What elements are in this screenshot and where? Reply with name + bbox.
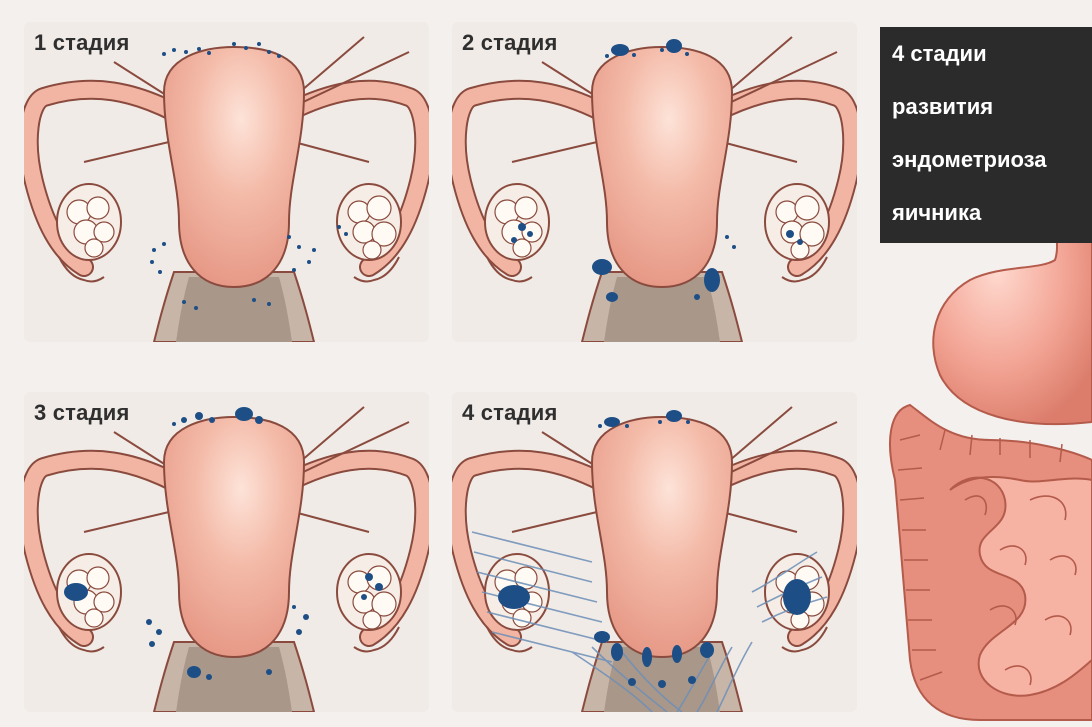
uterus-illustration: [24, 392, 429, 712]
title-box: 4 стадии развития эндометриоза яичника: [880, 27, 1092, 243]
stage-label: 3 стадия: [34, 400, 130, 426]
stage-1-panel: 1 стадия: [24, 22, 429, 342]
uterus-illustration: [452, 392, 857, 712]
stage-2-panel: 2 стадия: [452, 22, 857, 342]
title-line-4: яичника: [892, 200, 981, 226]
stage-4-panel: 4 стадия: [452, 392, 857, 712]
title-line-2: развития: [892, 94, 993, 120]
uterus-illustration: [452, 22, 857, 342]
stage-label: 2 стадия: [462, 30, 558, 56]
title-line-1: 4 стадии: [892, 41, 987, 67]
title-line-3: эндометриоза: [892, 147, 1047, 173]
stage-3-panel: 3 стадия: [24, 392, 429, 712]
stage-label: 4 стадия: [462, 400, 558, 426]
stage-label: 1 стадия: [34, 30, 130, 56]
intestine-illustration: [880, 200, 1092, 727]
uterus-illustration: [24, 22, 429, 342]
